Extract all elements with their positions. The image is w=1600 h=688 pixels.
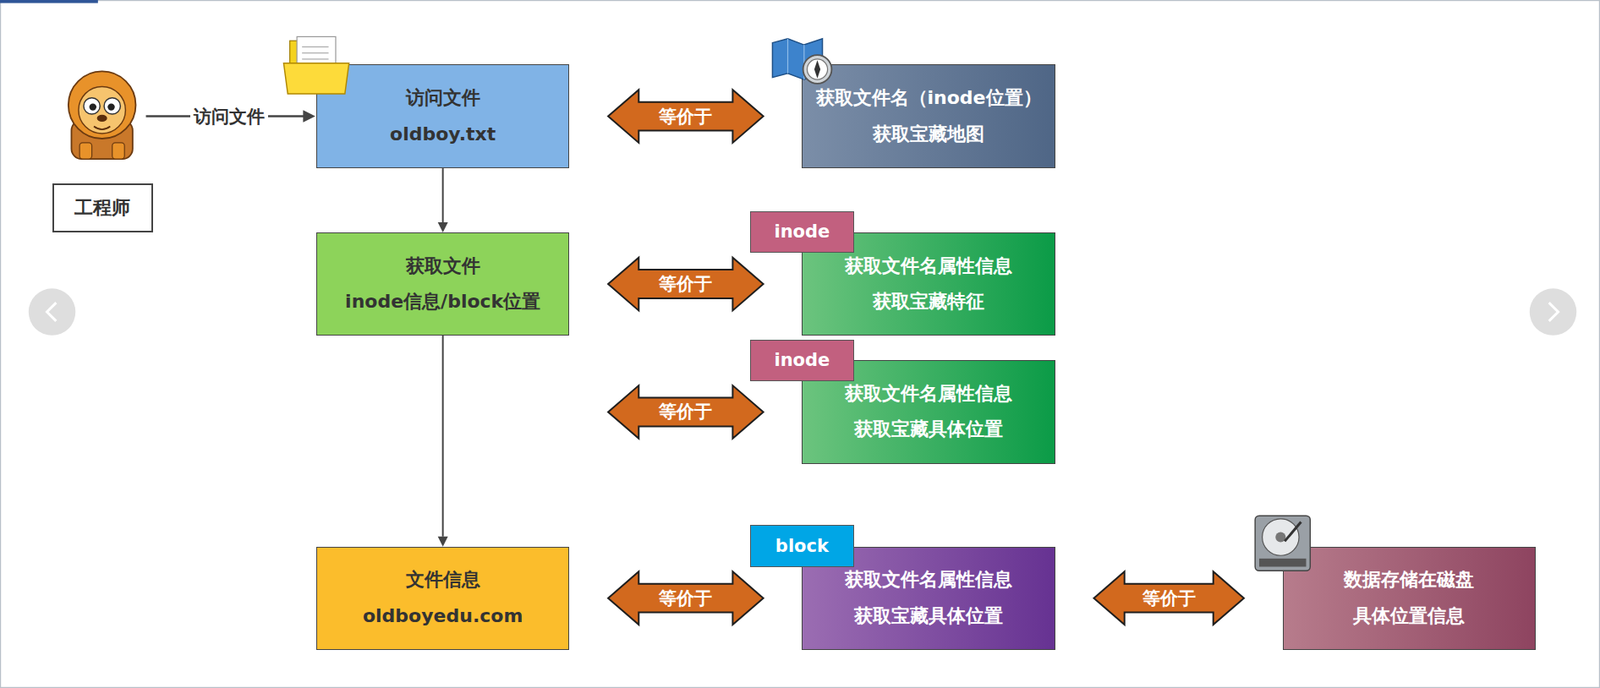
arrow-label: 访问文件 <box>190 104 269 129</box>
box-text: inode <box>773 350 830 372</box>
edge-label: 等价于 <box>658 400 713 424</box>
box-text: 获取文件 <box>405 255 481 278</box>
flow-arrow <box>438 168 449 233</box>
box-text: block <box>775 536 829 558</box>
tag-box: inode <box>750 339 855 382</box>
hard-disk-icon <box>1254 515 1310 571</box>
box-text: 获取宝藏地图 <box>872 123 985 146</box>
box-text: 工程师 <box>74 197 131 220</box>
map-icon <box>772 38 832 84</box>
tag-box: block <box>750 525 855 567</box>
edge-label: 等价于 <box>658 272 713 296</box>
box-text: 获取文件名属性信息 <box>844 255 1013 278</box>
edge-label: 等价于 <box>658 104 713 129</box>
box-text: 访问文件 <box>405 87 481 110</box>
equivalence-arrow <box>608 571 764 625</box>
edge-label: 等价于 <box>658 586 713 611</box>
box-text: oldboyedu.com <box>362 605 523 628</box>
flow-arrow <box>438 335 449 548</box>
equivalence-arrow <box>608 257 764 312</box>
box-text: 获取宝藏特征 <box>872 290 985 313</box>
role-box: 工程师 <box>52 183 154 233</box>
box-text: 具体位置信息 <box>1353 605 1465 628</box>
tag-box: inode <box>750 211 855 253</box>
equivalence-arrow <box>608 385 764 439</box>
process-box: 文件信息 oldboyedu.com <box>316 547 570 651</box>
box-text: 数据存储在磁盘 <box>1343 569 1474 592</box>
top-bar <box>0 0 99 4</box>
storage-box: 数据存储在磁盘具体位置信息 <box>1282 547 1536 651</box>
box-text: 获取宝藏具体位置 <box>854 418 1003 441</box>
box-text: 获取文件名属性信息 <box>844 569 1013 592</box>
box-text: 获取文件名属性信息 <box>844 383 1013 406</box>
box-text: inode信息/block位置 <box>345 290 541 313</box>
meaning-box: 获取文件名（inode位置） 获取宝藏地图 <box>801 64 1055 169</box>
box-text: inode <box>773 221 830 243</box>
lion-icon <box>68 71 137 159</box>
box-text: 文件信息 <box>405 569 481 592</box>
box-text: oldboy.txt <box>389 123 496 146</box>
equivalence-arrow <box>608 89 764 143</box>
process-box: 访问文件 oldboy.txt <box>316 64 570 169</box>
equivalence-arrow <box>1094 571 1244 625</box>
box-text: 获取宝藏具体位置 <box>854 605 1003 628</box>
box-text: 获取文件名（inode位置） <box>816 87 1042 110</box>
edge-label: 等价于 <box>1142 586 1196 611</box>
folder-icon <box>283 36 349 94</box>
nav-button <box>28 288 77 335</box>
process-box: 获取文件 inode信息/block位置 <box>316 232 570 336</box>
nav-button <box>1529 288 1578 335</box>
